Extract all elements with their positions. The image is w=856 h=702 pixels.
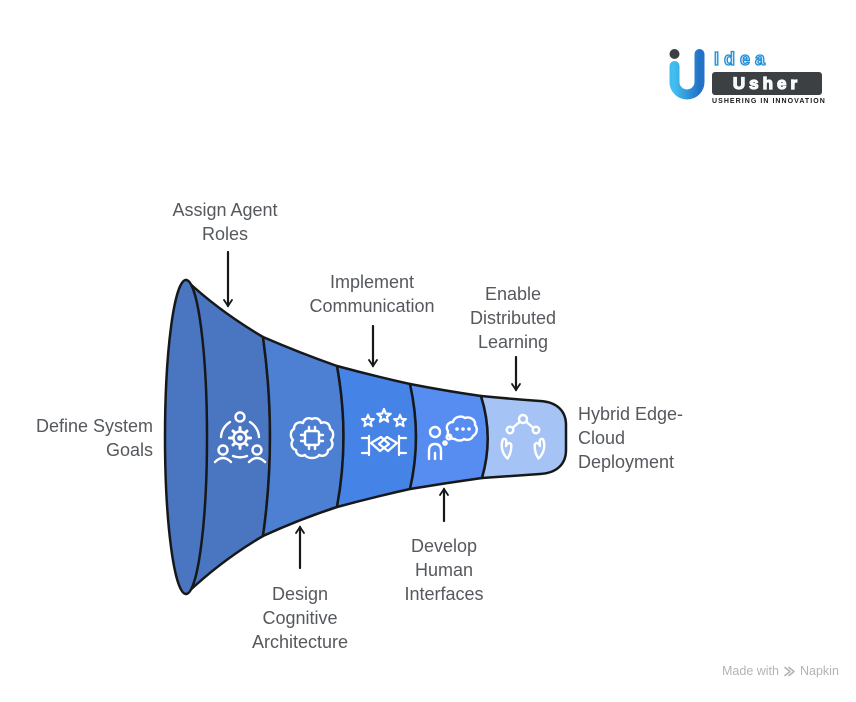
stage-label-develop-human-interfaces: Develop Human Interfaces [404, 536, 484, 604]
logo-word-idea: Idea [713, 48, 771, 69]
funnel-mouth-ellipse [163, 278, 209, 596]
napkin-prefix: Made with [722, 664, 779, 678]
agents-gear-icon [213, 411, 267, 464]
napkin-watermark: Made with Napkin [722, 664, 839, 678]
person-thought-icon [427, 415, 478, 461]
napkin-chevron-icon [784, 666, 795, 676]
idea-usher-u-icon [669, 49, 705, 100]
stage-label-define-system-goals: Define System Goals [35, 416, 153, 460]
hands-network-icon [500, 413, 546, 460]
handshake-stars-icon [360, 407, 408, 457]
brain-chip-icon [289, 417, 335, 460]
stage-label-assign-agent-roles: Assign Agent Roles [172, 200, 278, 244]
stage-label-design-cognitive-architecture: Design Cognitive Architecture [251, 584, 349, 652]
idea-usher-logo: Idea Usher USHERING IN INNOVATION [666, 46, 826, 108]
stage-label-hybrid-edge-cloud-deployment: Hybrid Edge- Cloud Deployment [578, 404, 684, 472]
napkin-brand: Napkin [799, 664, 839, 678]
funnel-segment-3 [335, 364, 418, 509]
stage-label-enable-distributed-learning: Enable Distributed Learning [469, 284, 557, 352]
logo-word-usher: Usher [712, 72, 822, 95]
logo-tagline: USHERING IN INNOVATION [712, 98, 826, 105]
funnel-segment-5 [479, 394, 568, 480]
funnel-segment-2 [261, 335, 345, 538]
stage-label-implement-communication: Implement Communication [309, 272, 435, 316]
